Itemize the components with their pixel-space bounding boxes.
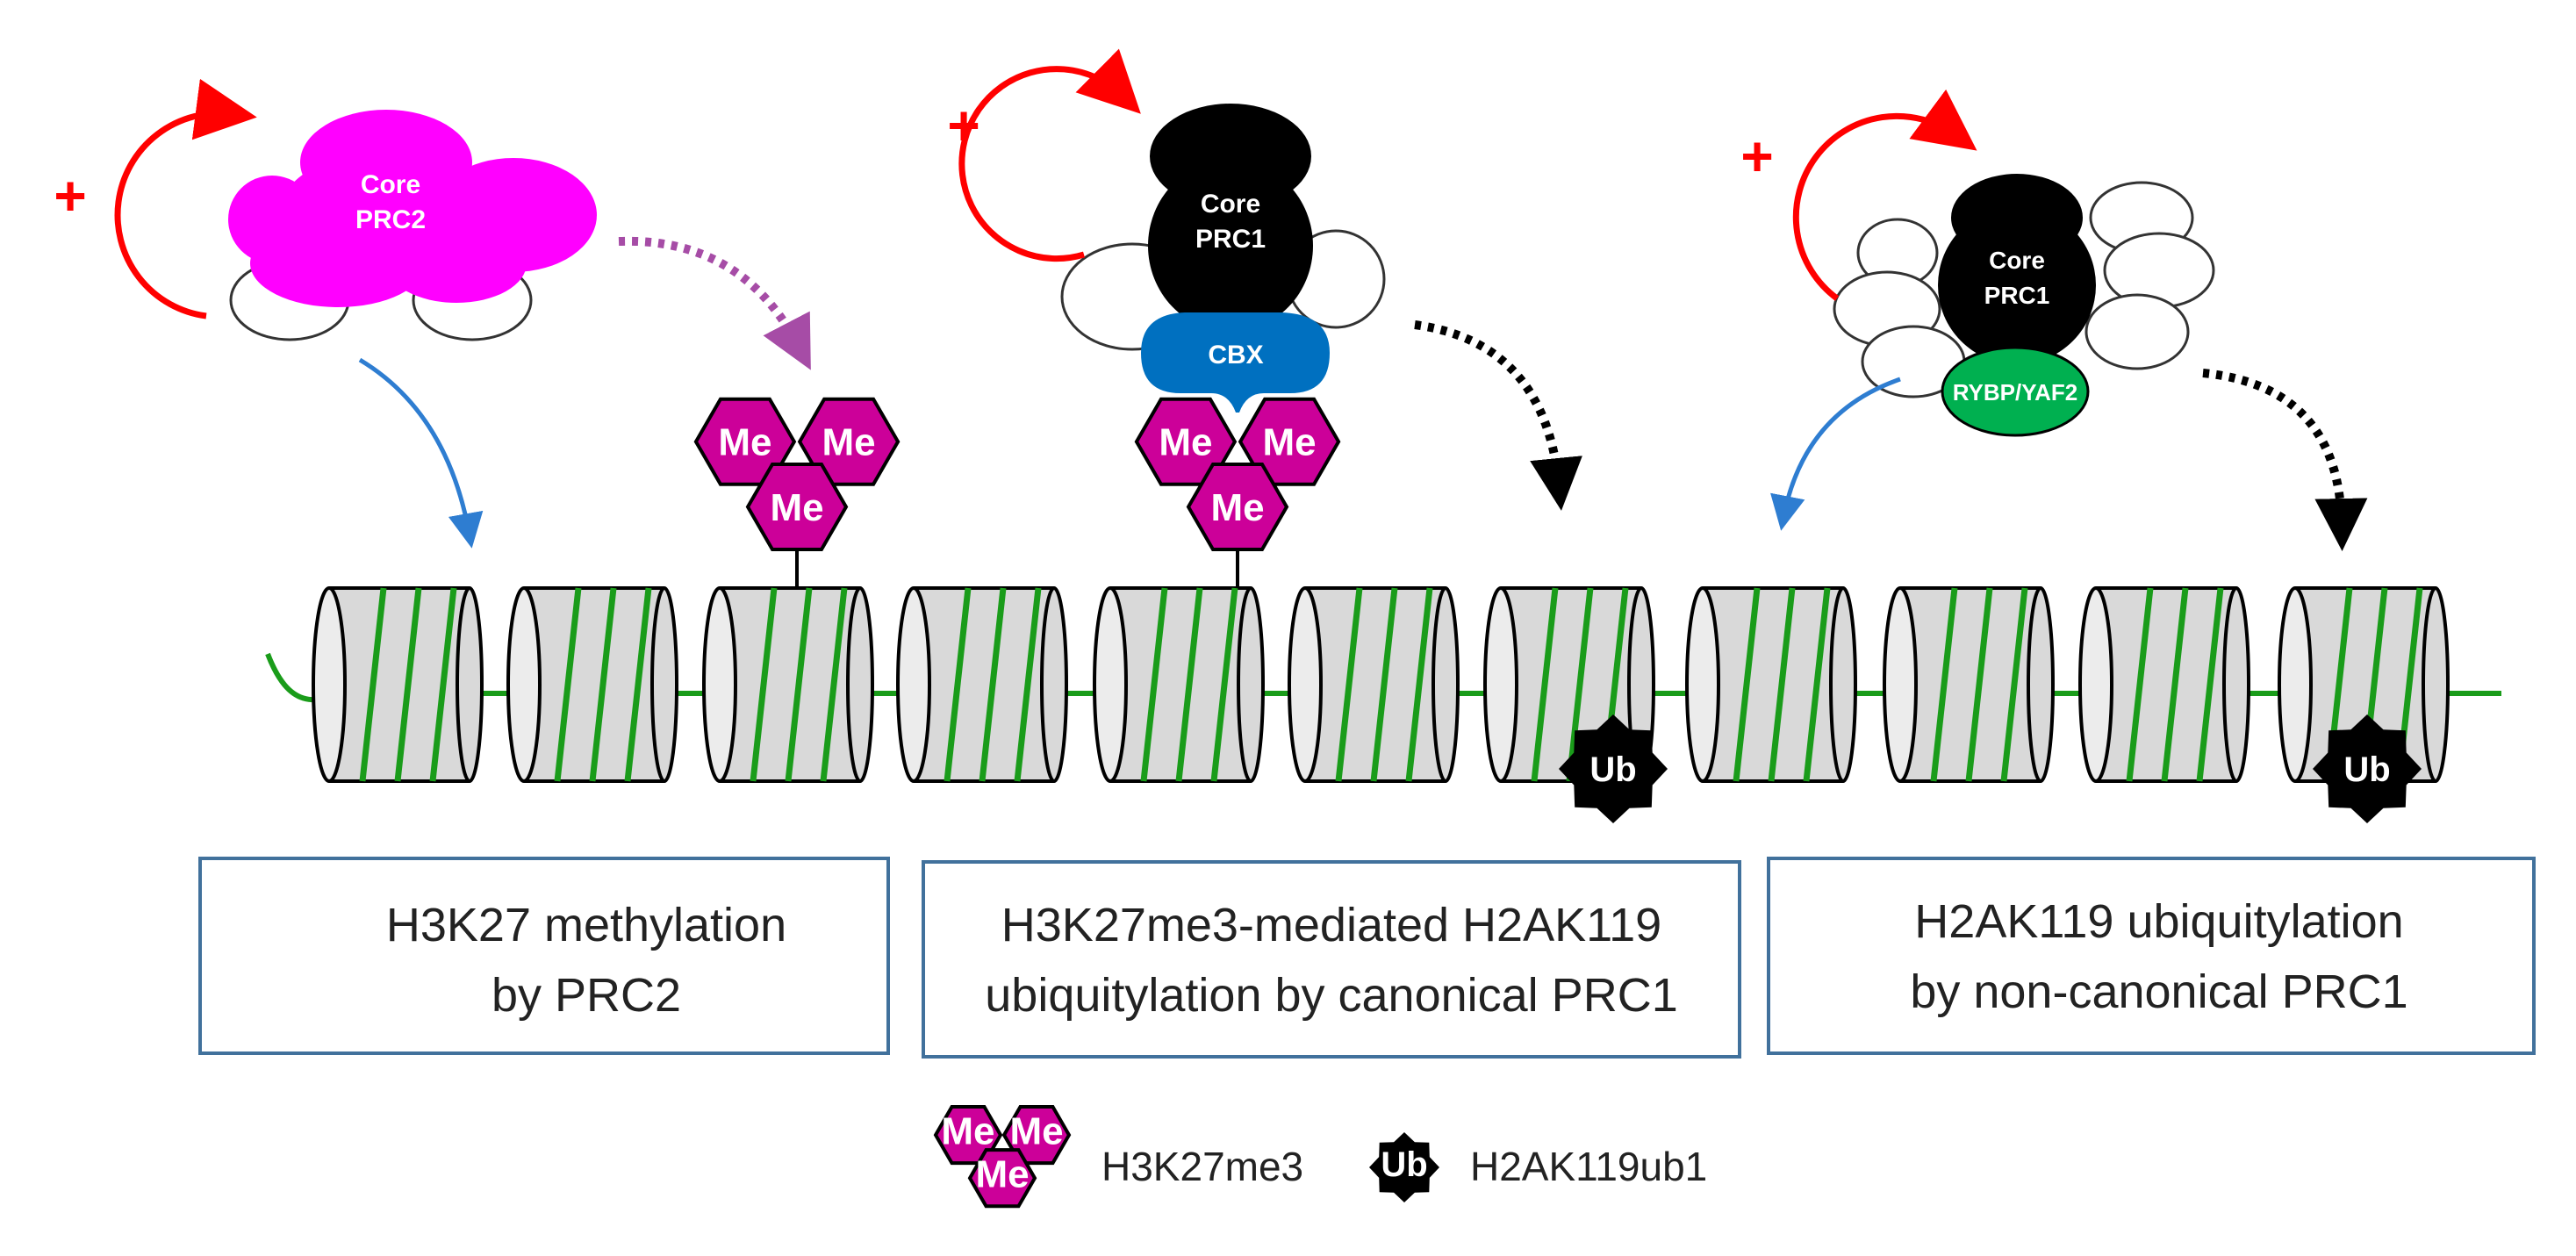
prc2-core xyxy=(228,110,597,307)
legend-h2ak119ub1-icon: Ub xyxy=(1369,1132,1439,1202)
prc2-methylation-arrow xyxy=(618,236,811,370)
svg-text:Ub: Ub xyxy=(1589,750,1636,789)
panel-box: H2AK119 ubiquitylation by non-canonical … xyxy=(1767,857,2536,1055)
canonical-prc1-complex: Core PRC1 CBX xyxy=(1060,104,1386,413)
methyl-hexagon-icon: Me xyxy=(693,397,797,486)
nucleosome-array xyxy=(312,586,2450,783)
ncprc1-feedback-arrow xyxy=(1792,89,1977,301)
ncprc1-accessory-subunit xyxy=(2084,293,2190,370)
panel-1-line2: by PRC2 xyxy=(492,969,681,1022)
panel-3-line1: H2AK119 ubiquitylation xyxy=(1914,895,2403,948)
nucleosome xyxy=(896,586,1068,783)
nucleosome xyxy=(1093,586,1265,783)
svg-text:Me: Me xyxy=(718,421,771,464)
panel-2-line1: H3K27me3-mediated H2AK119 xyxy=(1001,899,1661,951)
panel-2-line2: ubiquitylation by canonical PRC1 xyxy=(985,969,1677,1022)
svg-text:Me: Me xyxy=(1159,421,1212,464)
prc2-label-line2: PRC2 xyxy=(355,205,426,234)
prc2-recruitment-arrow xyxy=(358,357,484,549)
ub-icon: Ub xyxy=(2313,714,2422,823)
methyl-hexagon-icon: Me xyxy=(745,463,849,551)
canonical-prc1-feedback-arrow xyxy=(958,48,1141,262)
legend-ub-icon: Ub xyxy=(1369,1132,1439,1202)
prc2-complex: Core PRC2 xyxy=(228,110,597,341)
rybp-yaf2-label: RYBP/YAF2 xyxy=(1953,379,2078,406)
canonical-prc1-label-line1: Core xyxy=(1201,190,1260,219)
ncprc1-label-line1: Core xyxy=(1989,247,2045,274)
nucleosome xyxy=(506,586,678,783)
canonical-prc1-label-line2: PRC1 xyxy=(1195,225,1266,254)
panel-3-line2: by non-canonical PRC1 xyxy=(1910,965,2407,1018)
svg-text:Me: Me xyxy=(975,1153,1029,1196)
cbx-reader xyxy=(1141,312,1330,413)
nucleosome xyxy=(2078,586,2250,783)
svg-text:Me: Me xyxy=(941,1110,994,1153)
feedback-arrows: + + + xyxy=(54,48,1977,319)
noncanonical-prc1-complex: Core PRC1 RYBP/YAF2 xyxy=(1833,174,2215,437)
methyl-hexagon-icon: Me xyxy=(1001,1105,1072,1166)
panel-1-line1: H3K27 methylation xyxy=(386,899,786,951)
ncprc1-ubiquitylation-arrow xyxy=(2202,369,2368,551)
nucleosome xyxy=(702,586,874,783)
svg-text:Me: Me xyxy=(1262,421,1316,464)
nucleosome xyxy=(1685,586,1857,783)
plus-icon: + xyxy=(54,164,86,227)
plus-icon: + xyxy=(947,94,979,157)
ncprc1-label-line2: PRC1 xyxy=(1984,282,2050,309)
rybp-yaf2-subunit xyxy=(1941,346,2090,437)
h2ak119ub1-marks: Ub Ub xyxy=(1559,714,2422,823)
plus-icon: + xyxy=(1740,125,1773,188)
methyl-hexagon-icon: Me xyxy=(933,1105,1003,1166)
svg-text:Me: Me xyxy=(770,486,823,529)
methyl-hexagon-icon: Me xyxy=(967,1148,1037,1209)
canonical-prc1-ubiquitylation-arrow xyxy=(1414,320,1582,511)
panel-box: H3K27 methylation by PRC2 xyxy=(198,857,890,1055)
cbx-label: CBX xyxy=(1208,341,1263,370)
svg-text:Ub: Ub xyxy=(2343,750,2390,789)
svg-text:Me: Me xyxy=(1009,1110,1063,1153)
legend-h3k27me3-label: H3K27me3 xyxy=(1101,1144,1303,1189)
nucleosome xyxy=(1883,586,2055,783)
prc1-core xyxy=(1148,160,1313,332)
panel-box: H3K27me3-mediated H2AK119 ubiquitylation… xyxy=(922,860,1741,1059)
ncprc1-core-top xyxy=(1951,174,2083,262)
svg-text:Me: Me xyxy=(822,421,875,464)
methyl-hexagon-icon: Me xyxy=(1238,397,1341,486)
prc1-core-top xyxy=(1150,104,1311,209)
nucleosome xyxy=(312,586,484,783)
ub-icon: Ub xyxy=(1559,714,1668,823)
prc2-feedback-arrow xyxy=(114,78,257,319)
svg-text:Me: Me xyxy=(1210,486,1264,529)
methyl-hexagon-icon: Me xyxy=(797,397,901,486)
methyl-hexagon-icon: Me xyxy=(1186,463,1289,551)
nucleosome xyxy=(1288,586,1460,783)
ncprc1-recruitment-arrow xyxy=(1770,377,1901,531)
svg-text:Ub: Ub xyxy=(1381,1145,1427,1184)
legend-h2ak119ub1-label: H2AK119ub1 xyxy=(1470,1144,1707,1189)
prc2-label-line1: Core xyxy=(361,170,420,199)
